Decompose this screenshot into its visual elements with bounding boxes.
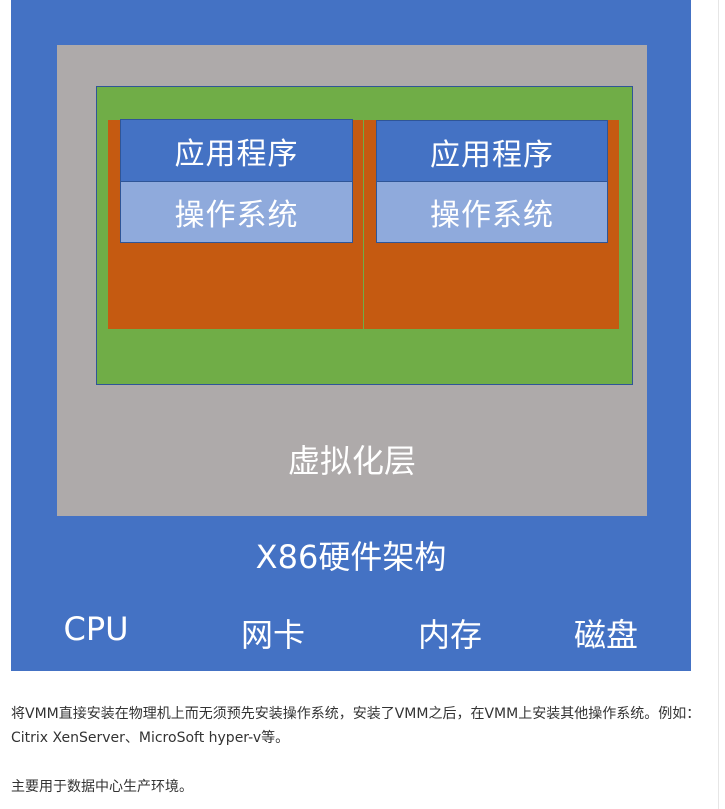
vm-left-app-block: 应用程序 — [120, 119, 353, 182]
component-nic: 网卡 — [240, 616, 305, 654]
vm-right-app-block: 应用程序 — [376, 120, 608, 183]
article-paragraph: 主要用于数据中心生产环境。 — [11, 779, 193, 795]
component-disk: 磁盘 — [573, 616, 638, 654]
component-cpu: CPU — [63, 610, 129, 648]
vm-left-os-block: 操作系统 — [120, 181, 353, 243]
hardware-layer-label: X86硬件架构 — [255, 538, 447, 576]
article-paragraph: 将VMM直接安装在物理机上而无须预先安装操作系统，安装了VMM之后，在VMM上安… — [11, 706, 701, 746]
component-memory: 内存 — [417, 616, 482, 654]
page-edge-divider — [718, 0, 719, 809]
virtualization-layer-label: 虚拟化层 — [287, 442, 416, 480]
vm-right-os-block: 操作系统 — [376, 181, 608, 243]
